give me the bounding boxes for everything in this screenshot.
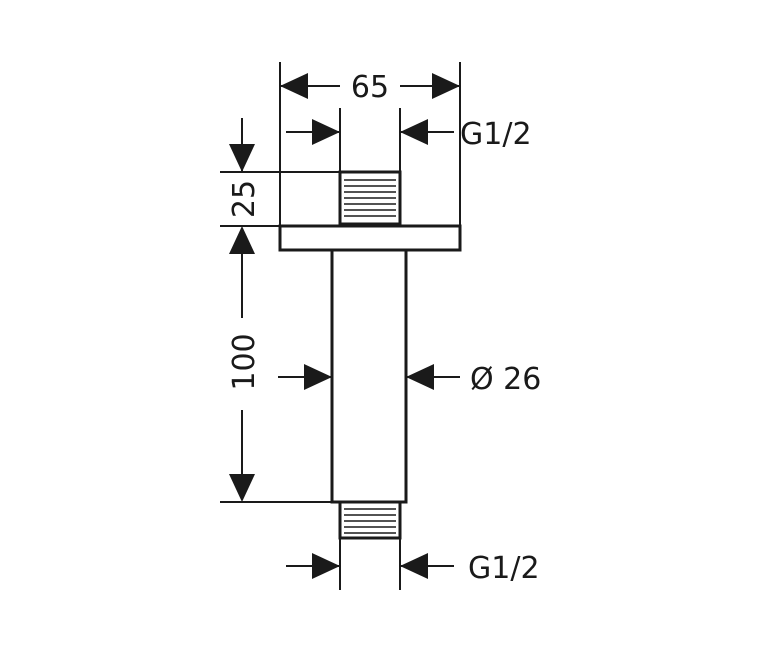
- dimension-bottom-thread: G1/2: [286, 538, 540, 590]
- top-thread-lines: [344, 179, 396, 217]
- dimension-label-100: 100: [227, 333, 262, 390]
- shower-arm-part: [278, 170, 462, 540]
- dimension-label-65: 65: [351, 70, 389, 105]
- dimension-label-g12-top: G1/2: [460, 117, 532, 152]
- pipe-body: [330, 248, 408, 504]
- wall-flange: [278, 224, 462, 252]
- dimension-top-thread: G1/2: [286, 108, 532, 172]
- arrow-head: [229, 474, 255, 502]
- arrow-head: [229, 144, 255, 172]
- arrow-head: [304, 364, 332, 390]
- dimension-label-g12-bottom: G1/2: [468, 551, 540, 586]
- arrow-head: [229, 226, 255, 254]
- arrow-head: [312, 553, 340, 579]
- dimension-top-height: 25: [220, 118, 340, 254]
- arrow-head: [312, 119, 340, 145]
- bottom-thread-lines: [344, 508, 396, 534]
- dimension-label-25: 25: [227, 180, 262, 218]
- bottom-thread-nipple: [338, 500, 402, 540]
- arrow-head: [406, 364, 434, 390]
- arrow-head: [400, 119, 428, 145]
- arrow-head: [432, 73, 460, 99]
- dimension-pipe-diameter: Ø 26: [278, 362, 541, 397]
- dimension-overall-width: 65: [279, 62, 461, 226]
- dimension-pipe-length: 100: [220, 254, 332, 503]
- dimension-label-diameter: Ø 26: [470, 362, 541, 397]
- arrow-head: [400, 553, 428, 579]
- arrow-head: [280, 73, 308, 99]
